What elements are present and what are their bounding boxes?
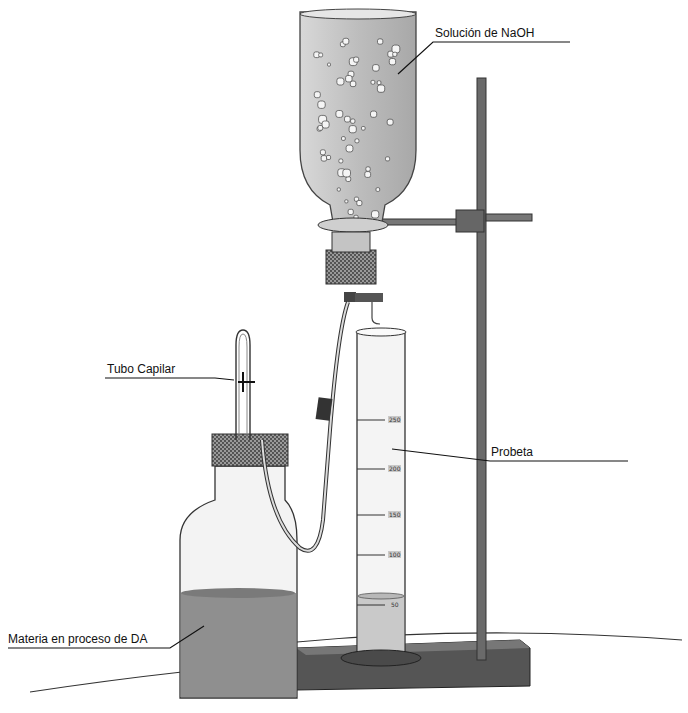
- graduation-number: 150: [388, 511, 401, 518]
- graduation-number: 250: [388, 416, 401, 423]
- graduation-number: 50: [390, 601, 400, 608]
- graduation-number: 100: [388, 551, 401, 558]
- part-label: Solución de NaOH: [433, 26, 536, 40]
- part-label: Materia en proceso de DA: [6, 632, 149, 646]
- part-label: Probeta: [489, 445, 535, 459]
- part-label: Tubo Capilar: [105, 362, 177, 376]
- graduation-number: 200: [388, 465, 401, 472]
